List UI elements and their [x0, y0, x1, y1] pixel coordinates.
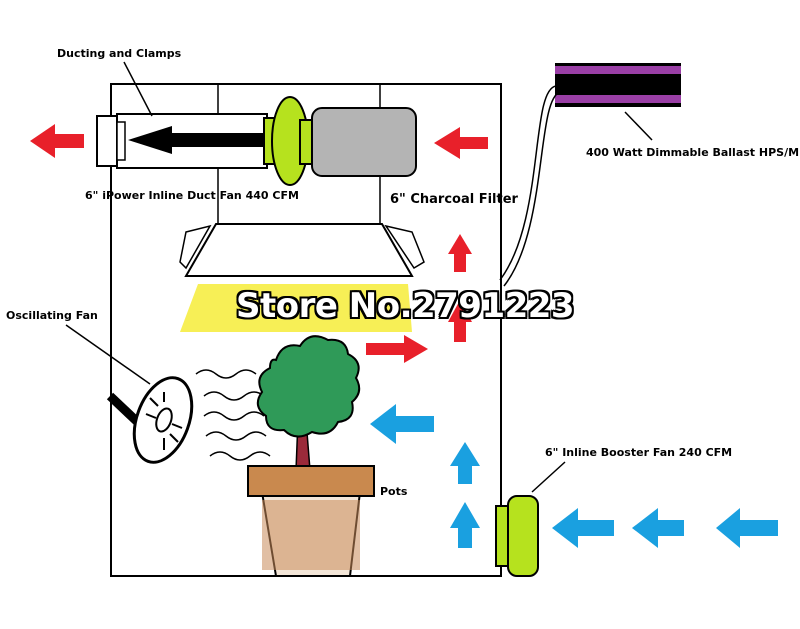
- up-arrow-icon: [450, 442, 480, 484]
- intake-arrow-icon: [552, 508, 614, 548]
- plant-icon: [256, 335, 361, 471]
- label-oscillating-fan: Oscillating Fan: [6, 309, 98, 322]
- up-arrow-icon: [448, 234, 472, 272]
- intake-arrow-icon: [632, 508, 684, 548]
- intake-arrow-icon: [370, 404, 434, 444]
- exhaust-arrow-icon: [30, 124, 84, 158]
- pointer-line: [624, 111, 653, 141]
- airflow-lines: [195, 369, 271, 461]
- label-inline-fan: 6" iPower Inline Duct Fan 440 CFM: [85, 189, 299, 202]
- inline-duct-fan: [263, 96, 319, 186]
- booster-fan: [495, 495, 539, 577]
- pointer-line: [531, 461, 566, 493]
- label-ducting: Ducting and Clamps: [57, 47, 182, 60]
- airflow-black-arrow-icon: [128, 126, 265, 154]
- pointer-line: [123, 61, 153, 117]
- ballast: [555, 63, 681, 107]
- charcoal-filter: [311, 107, 417, 177]
- store-watermark: Store No.2791223: [236, 286, 575, 326]
- pointer-line: [65, 324, 151, 385]
- label-booster-fan: 6" Inline Booster Fan 240 CFM: [545, 446, 733, 459]
- intake-arrow-icon: [434, 127, 488, 159]
- up-arrow-icon: [448, 300, 472, 342]
- label-charcoal-filter: 6" Charcoal Filter: [390, 192, 518, 207]
- label-ballast: 400 Watt Dimmable Ballast HPS/MH: [586, 146, 800, 159]
- label-pots: Pots: [380, 485, 408, 498]
- up-arrow-icon: [450, 502, 480, 548]
- intake-arrow-icon: [716, 508, 778, 548]
- light-reflector: [179, 223, 425, 277]
- light-beam: [180, 284, 412, 332]
- fan-icon: [106, 376, 194, 464]
- ballast-cord: [503, 91, 561, 287]
- ballast-cord: [499, 85, 557, 281]
- right-arrow-icon: [366, 335, 428, 363]
- plant-pot: [247, 465, 375, 577]
